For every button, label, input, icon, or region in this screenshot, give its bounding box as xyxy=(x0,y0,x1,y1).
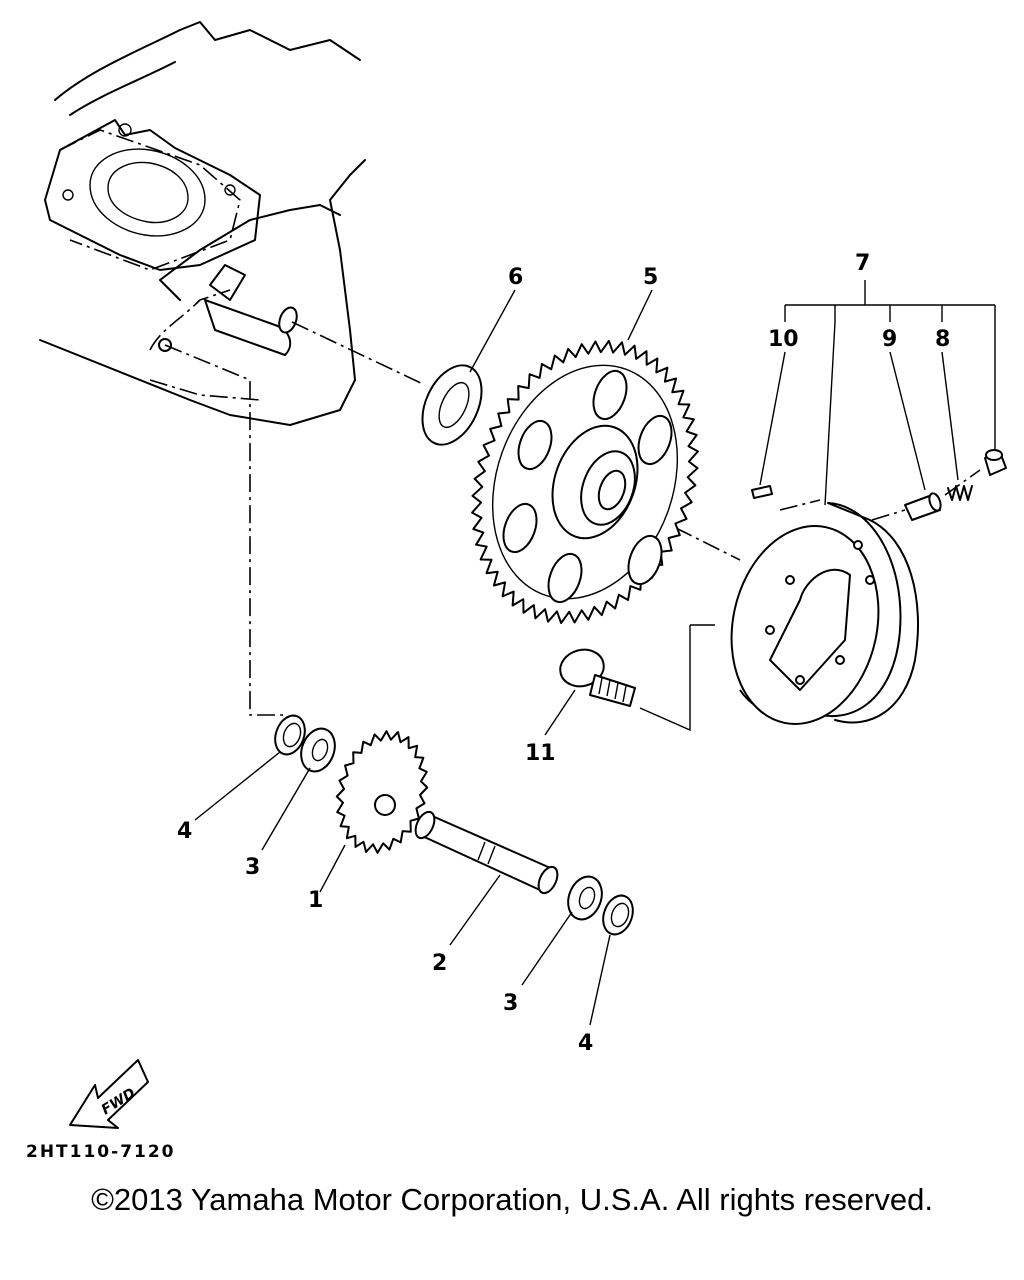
callout-7: 7 xyxy=(855,251,870,276)
callout-5: 5 xyxy=(643,265,658,290)
part-1-idler-gear xyxy=(335,730,429,854)
part-7-cap-bolt xyxy=(984,449,1007,476)
callout-9: 9 xyxy=(882,327,897,352)
part-4-circlip-left xyxy=(274,714,306,756)
callout-10: 10 xyxy=(768,327,799,352)
part-2-idler-shaft xyxy=(414,810,559,895)
drawing-number: 2HT110-7120 xyxy=(26,1142,176,1162)
callout-3-right: 3 xyxy=(503,991,518,1016)
callout-1: 1 xyxy=(308,888,323,913)
part-8-spring xyxy=(947,485,973,501)
copyright-notice: ©2013 Yamaha Motor Corporation, U.S.A. A… xyxy=(91,1182,933,1217)
part-5-starter-wheel-gear xyxy=(471,339,699,625)
part-9-plunger xyxy=(904,492,942,521)
callout-8: 8 xyxy=(935,327,950,352)
assembly-axis-lines xyxy=(164,321,981,732)
engine-crankcase xyxy=(39,21,366,426)
callout-4-left: 4 xyxy=(177,819,192,844)
callout-labels: 1 2 3 3 4 4 5 6 7 8 9 10 11 xyxy=(177,251,950,1056)
part-11-bolt xyxy=(559,648,636,707)
part-10-pin xyxy=(751,485,773,499)
part-7-starter-clutch-assembly xyxy=(730,502,919,725)
callout-2: 2 xyxy=(432,951,447,976)
part-3-washer-right xyxy=(567,875,603,921)
part-3-washer-left xyxy=(300,727,336,773)
callout-6: 6 xyxy=(508,265,523,290)
part-6-washer xyxy=(421,364,483,446)
fwd-arrow-icon: FWD xyxy=(69,1059,149,1129)
callout-11: 11 xyxy=(525,741,556,766)
leader-lines xyxy=(194,280,996,1026)
callout-4-right: 4 xyxy=(578,1031,593,1056)
part-4-circlip-right xyxy=(602,894,634,936)
callout-3-left: 3 xyxy=(245,855,260,880)
